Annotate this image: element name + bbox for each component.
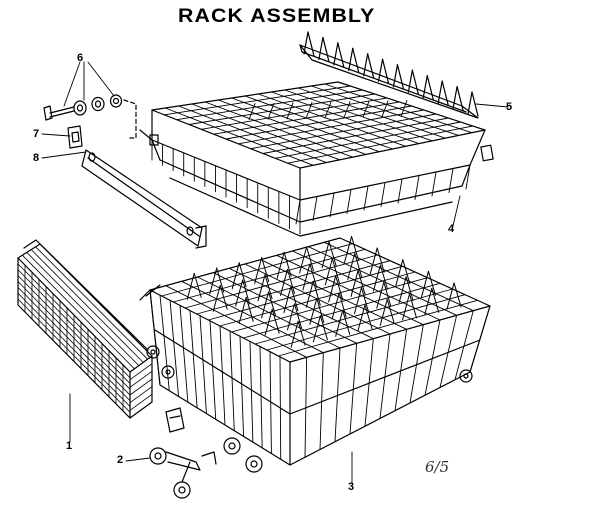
- rack-roller-wheel: [149, 407, 217, 499]
- screw-and-spacers: [43, 94, 137, 139]
- rack-stop-clip: [67, 125, 83, 149]
- upper-rack-grid: [151, 83, 474, 235]
- callout-8: 8: [33, 152, 40, 164]
- lower-dish-rack: [139, 235, 491, 473]
- upper-dish-rack: [139, 81, 494, 237]
- lower-rack-wheels: [146, 345, 473, 473]
- callout-4: 4: [448, 223, 455, 235]
- callout-3: 3: [348, 481, 355, 493]
- silverware-basket: [17, 239, 153, 419]
- basket-grid: [17, 246, 153, 413]
- rack-track-rail: [81, 149, 207, 249]
- leader-lines: [41, 61, 509, 485]
- handwritten-note: 6/5: [425, 458, 450, 476]
- cup-shelf-tines: [303, 31, 479, 117]
- cup-shelf: [299, 31, 479, 119]
- callout-7: 7: [33, 128, 40, 140]
- lower-rack-tines: [186, 235, 462, 348]
- callout-2: 2: [117, 454, 124, 466]
- callout-1: 1: [66, 440, 73, 452]
- diagram-title: RACK ASSEMBLY: [178, 6, 376, 27]
- callout-5: 5: [506, 101, 513, 113]
- callout-6: 6: [77, 52, 84, 64]
